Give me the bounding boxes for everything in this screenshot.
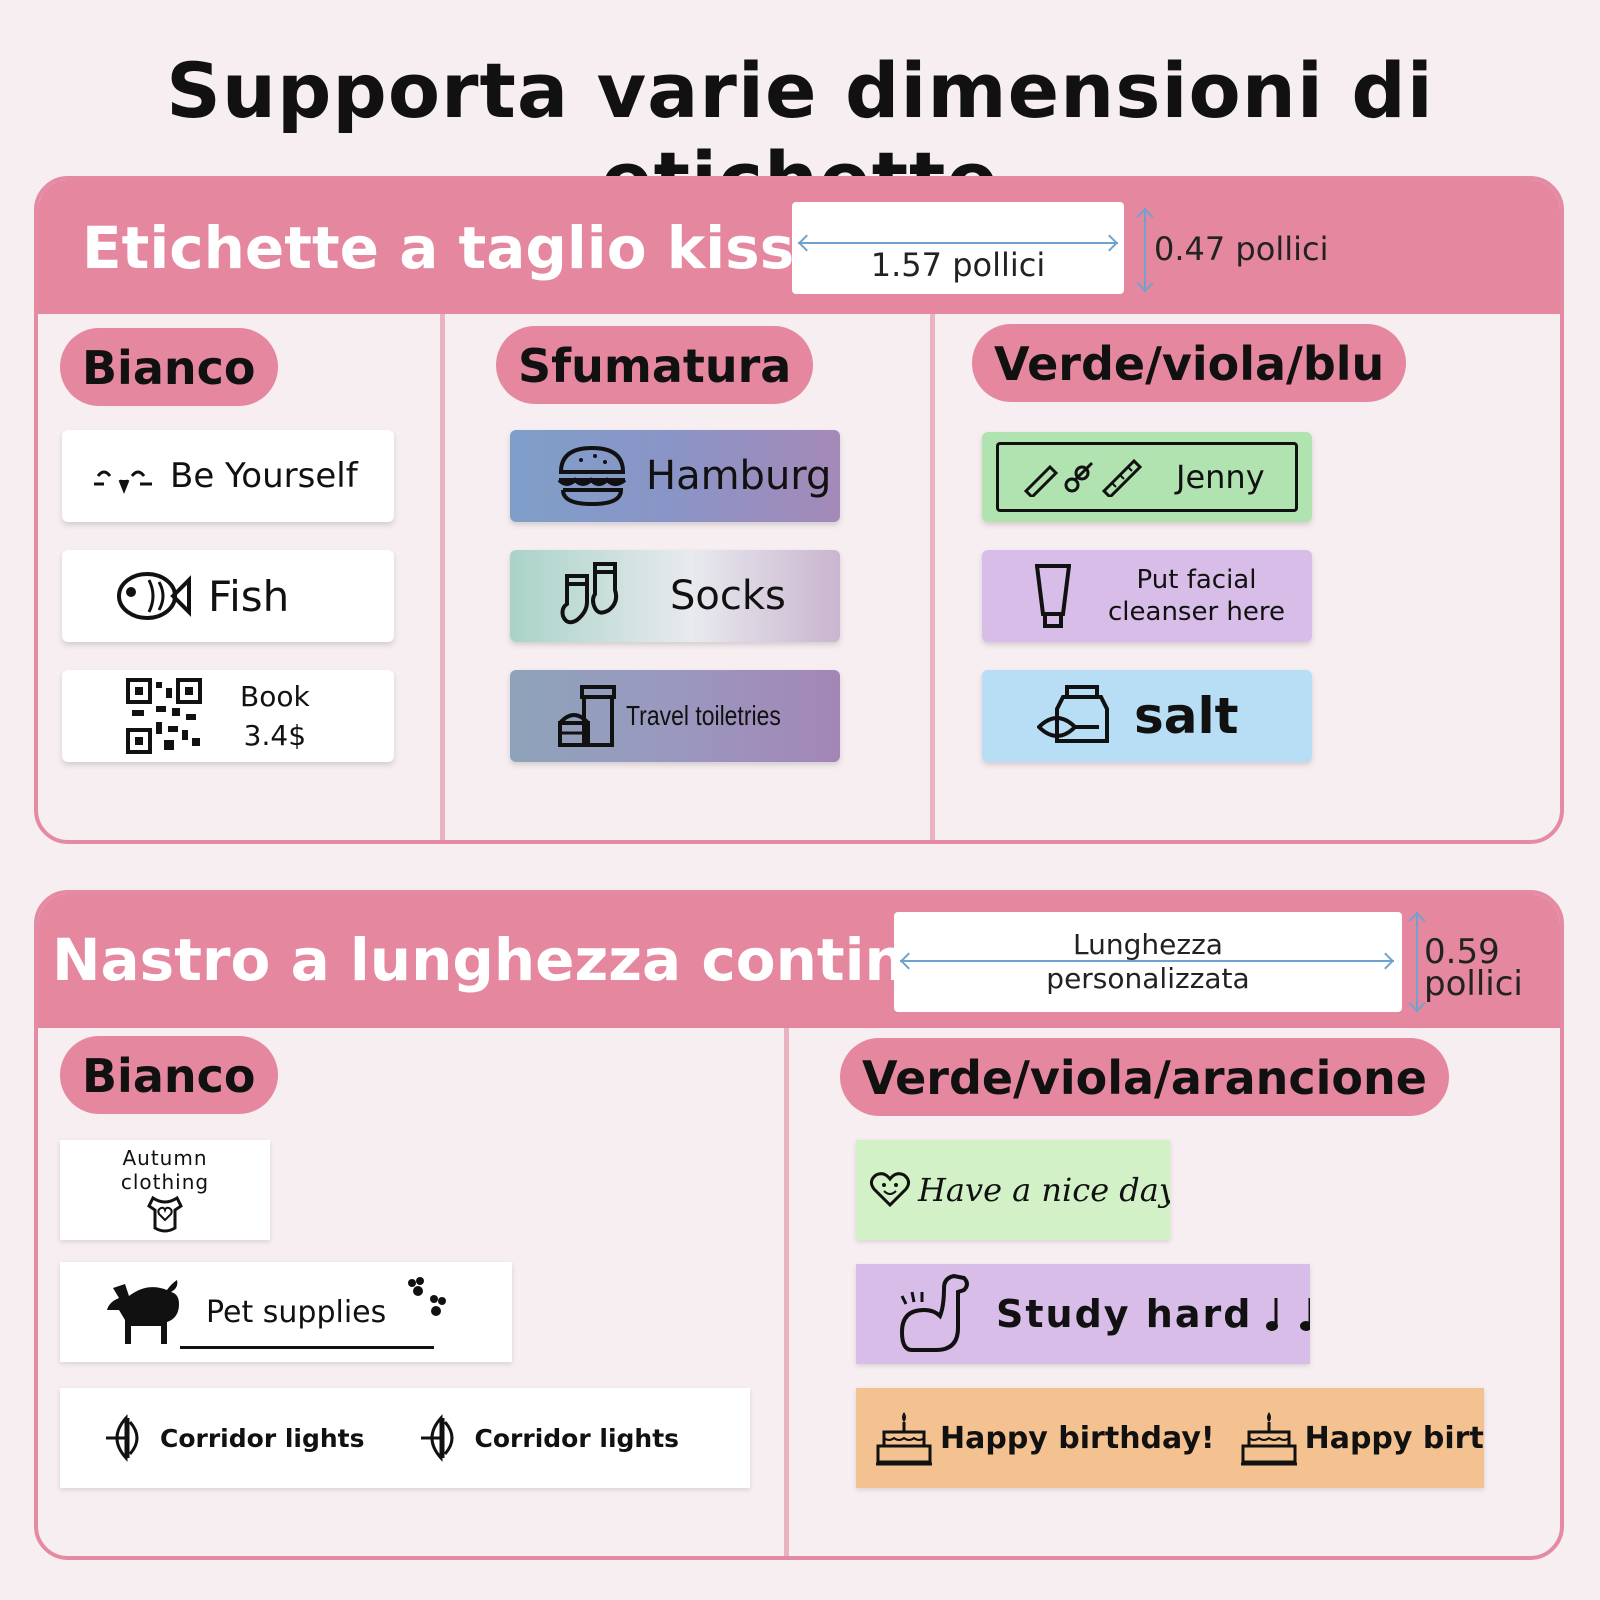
column-divider	[930, 314, 935, 840]
width-label: 1.57 pollici	[870, 246, 1046, 284]
label-hamburg: Hamburg	[510, 430, 840, 522]
tape-height-label-line2: pollici	[1424, 964, 1523, 1004]
label-book: Book 3.4$	[62, 670, 394, 762]
label-fish: Fish	[62, 550, 394, 642]
label-jenny: Jenny	[982, 432, 1312, 522]
label-text: Autumn	[122, 1146, 208, 1170]
continuous-tape-title: Nastro a lunghezza continua	[52, 926, 987, 994]
qr-code-icon	[124, 678, 204, 754]
smiling-heart-icon	[866, 1171, 914, 1209]
label-socks: Socks	[510, 550, 840, 642]
label-text: cleanser here	[1108, 597, 1286, 627]
lamp-icon	[102, 1414, 154, 1462]
continuous-tape-header: Nastro a lunghezza continua Lunghezza pe…	[38, 894, 1560, 1028]
baby-onesie-icon	[145, 1194, 185, 1234]
label-text: salt	[1134, 687, 1239, 745]
kiss-cut-header: Etichette a taglio kiss 1.57 pollici 0.4…	[38, 180, 1560, 314]
column-divider	[440, 314, 445, 840]
column-divider	[784, 1028, 789, 1556]
book-text-group: Book 3.4$	[240, 680, 310, 752]
label-text: Fish	[208, 571, 290, 621]
label-happy-birthday: Happy birthday! Happy birth	[856, 1388, 1484, 1488]
tape-height-arrow	[1416, 912, 1418, 1012]
decorative-frame	[996, 442, 1298, 512]
label-text: Book	[240, 680, 310, 713]
birthday-cake-icon	[1237, 1408, 1301, 1468]
label-text: Have a nice day!	[918, 1171, 1170, 1209]
hamburger-icon	[546, 444, 638, 508]
label-text: Happy birthday!	[940, 1420, 1215, 1456]
lamp-icon	[417, 1414, 469, 1462]
length-dimension-box: Lunghezza personalizzata	[894, 912, 1402, 1012]
facial-text-group: Put facial cleanser here	[1108, 565, 1285, 627]
label-text: Be Yourself	[170, 456, 358, 496]
dog-icon	[100, 1276, 192, 1348]
continuous-tape-section: Nastro a lunghezza continua Lunghezza pe…	[34, 890, 1564, 1560]
height-arrow	[1144, 208, 1146, 292]
column-pill-verde-viola-arancione: Verde/viola/arancione	[840, 1038, 1449, 1116]
music-notes-icon	[1262, 1294, 1310, 1334]
label-corridor-lights: Corridor lights Corridor lights	[60, 1388, 750, 1488]
cleanser-tube-icon	[1028, 564, 1078, 628]
label-text: Socks	[670, 573, 786, 619]
length-label-line2: personalizzata	[1046, 962, 1250, 995]
underline	[180, 1346, 434, 1349]
length-label-line1: Lunghezza	[1073, 928, 1223, 961]
label-text: clothing	[120, 1170, 210, 1194]
label-travel-toiletries: Travel toiletries	[510, 670, 840, 762]
length-arrow	[900, 960, 1394, 962]
label-text: Corridor lights	[160, 1423, 365, 1453]
width-dimension-box: 1.57 pollici	[792, 202, 1124, 294]
fish-icon	[108, 568, 198, 624]
label-text: Happy birth	[1304, 1420, 1484, 1456]
flexed-arm-icon	[890, 1272, 980, 1356]
label-have-a-nice-day: Have a nice day!	[856, 1140, 1170, 1240]
stationery-icons	[1016, 457, 1146, 497]
label-text: Jenny	[1176, 458, 1265, 496]
label-pet-supplies: Pet supplies	[60, 1262, 512, 1362]
tape-height-label-line1: 0.59	[1424, 932, 1500, 972]
face-icon	[84, 456, 170, 496]
paw-prints-icon	[402, 1277, 452, 1317]
column-pill-bianco: Bianco	[60, 328, 278, 406]
toiletries-icon	[552, 683, 624, 749]
label-text: Corridor lights	[474, 1423, 680, 1453]
kiss-cut-section: Etichette a taglio kiss 1.57 pollici 0.4…	[34, 176, 1564, 844]
birthday-cake-icon	[872, 1408, 936, 1468]
salt-shaker-icon	[1034, 683, 1118, 749]
label-study-hard: Study hard	[856, 1264, 1310, 1364]
width-arrow	[798, 242, 1118, 244]
column-pill-verde-viola-blu: Verde/viola/blu	[972, 324, 1407, 402]
label-facial-cleanser: Put facial cleanser here	[982, 550, 1312, 642]
height-label: 0.47 pollici	[1154, 230, 1329, 268]
label-text: Hamburg	[646, 453, 832, 499]
label-text: 3.4$	[243, 719, 307, 752]
label-text: Study hard	[996, 1292, 1253, 1336]
label-salt: salt	[982, 670, 1312, 762]
socks-icon	[550, 560, 642, 632]
column-pill-sfumatura: Sfumatura	[496, 326, 814, 404]
label-autumn-clothing: Autumn clothing	[60, 1140, 270, 1240]
kiss-cut-title: Etichette a taglio kiss	[82, 214, 795, 282]
label-text: Travel toiletries	[626, 700, 781, 731]
label-text: Put facial	[1136, 565, 1257, 595]
label-text: Pet supplies	[206, 1294, 387, 1330]
column-pill-bianco: Bianco	[60, 1036, 278, 1114]
label-be-yourself: Be Yourself	[62, 430, 394, 522]
